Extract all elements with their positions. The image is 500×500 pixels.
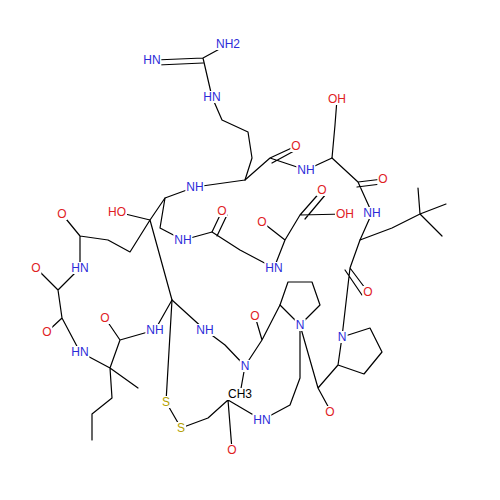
atom-label: NH — [185, 181, 204, 193]
proline-bonds — [280, 240, 382, 410]
atom-label: O — [30, 262, 41, 274]
atom-label: NH — [145, 324, 164, 336]
atom-label: HN — [264, 262, 283, 274]
atom-label: O — [377, 173, 388, 185]
atom-label: HN — [202, 91, 221, 103]
atom-label: O — [256, 216, 267, 228]
atom-label: OH — [327, 93, 347, 105]
atom-label: N — [240, 360, 251, 372]
atom-label: S — [176, 422, 186, 434]
atom-label: N — [295, 319, 306, 331]
atom-label: HN — [142, 54, 161, 66]
atom-label: O — [362, 286, 373, 298]
atom-label: HN — [252, 414, 271, 426]
atom-label: NH — [195, 324, 214, 336]
guanidine-bonds — [155, 46, 225, 97]
atom-label: HN — [70, 262, 89, 274]
atom-label: O — [41, 326, 52, 338]
arginine-chain — [117, 97, 252, 220]
serine-bonds — [245, 99, 337, 180]
atom-label: NH — [173, 234, 192, 246]
leucine-bonds — [332, 158, 446, 240]
atom-label: NH — [296, 164, 315, 176]
atom-label: O — [249, 310, 260, 322]
atom-label: O — [290, 140, 301, 152]
amide-bonds — [160, 198, 227, 240]
aspartate-bonds — [212, 190, 345, 268]
atom-label: O — [324, 406, 335, 418]
left-ring-bonds — [36, 214, 172, 440]
atom-label: OH — [335, 208, 355, 220]
atom-label: O — [56, 208, 67, 220]
atom-label: O — [216, 205, 227, 217]
atom-label: S — [161, 396, 171, 408]
methylamide-bonds — [172, 300, 280, 394]
atom-label: O — [316, 184, 327, 196]
atom-label: NH — [362, 207, 381, 219]
atom-label: O — [99, 312, 110, 324]
atom-label: CH3 — [227, 388, 253, 400]
atom-label: HO — [107, 206, 127, 218]
atom-label: HN — [70, 346, 89, 358]
disulfide-bonds — [166, 300, 300, 450]
atom-label: NH2 — [215, 38, 241, 50]
atom-label: O — [226, 444, 237, 456]
atom-label: N — [337, 331, 348, 343]
